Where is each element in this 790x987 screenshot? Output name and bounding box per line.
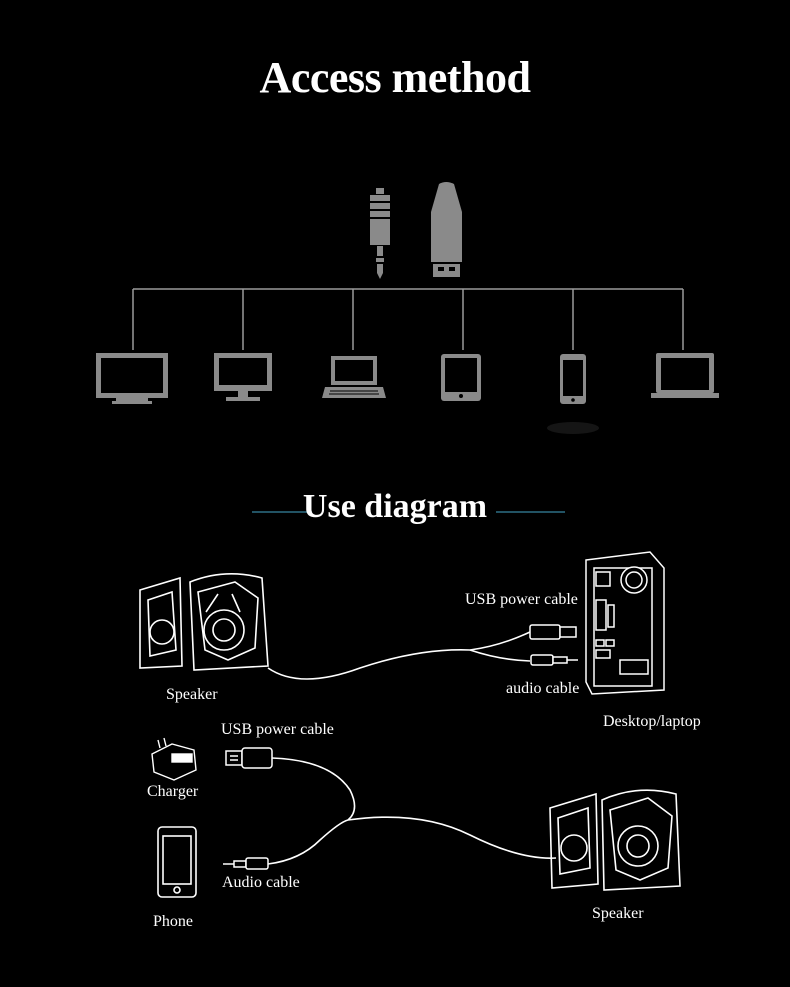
desktop-tower-icon [585, 551, 665, 695]
usb-plug-icon [431, 182, 462, 277]
charger-label: Charger [147, 783, 199, 800]
audio-jack-icon [370, 188, 390, 279]
laptop-icon [322, 356, 386, 398]
laptop-icon [651, 353, 719, 398]
monitor-icon [214, 353, 272, 401]
speaker-icon [549, 789, 681, 891]
usb-power-cable-label: USB power cable [465, 591, 578, 608]
audio-plug-icon [223, 857, 269, 870]
audio-cable-label: audio cable [506, 680, 580, 697]
audio-plug-icon [530, 654, 578, 666]
page-title: Access method [259, 53, 531, 102]
speaker-icon [139, 573, 269, 671]
desktop-laptop-label: Desktop/laptop [603, 713, 701, 730]
audio-cable-label: Audio cable [222, 874, 300, 891]
split-cable [267, 757, 557, 865]
usb-power-cable [267, 631, 531, 680]
usb-power-cable-label: USB power cable [221, 721, 334, 738]
tv-icon [96, 353, 168, 404]
section-title: Use diagram [302, 488, 488, 525]
smartphone-icon [547, 354, 599, 434]
speaker-label: Speaker [592, 905, 644, 922]
tablet-icon [441, 354, 481, 401]
charger-icon [151, 737, 197, 781]
phone-label: Phone [153, 913, 193, 930]
phone-icon [157, 826, 197, 898]
branch-lines [132, 288, 684, 350]
usb-plug-icon [225, 747, 273, 769]
usb-plug-icon [529, 624, 577, 640]
speaker-label: Speaker [166, 686, 218, 703]
